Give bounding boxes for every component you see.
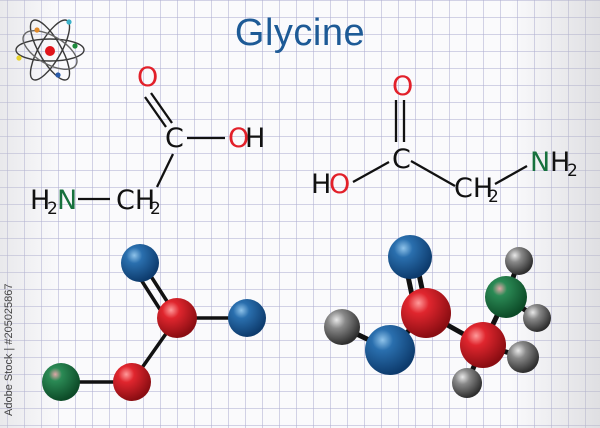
hydroxyl-oxygen-label: O: [329, 169, 350, 200]
hydrogen-atom: [523, 304, 551, 332]
stock-watermark: Adobe Stock | #205025867: [3, 283, 15, 416]
oxygen-label: O: [392, 71, 413, 102]
oxygen-label: O: [137, 62, 158, 93]
carbon-atom: [460, 322, 506, 368]
oxygen-atom: [121, 244, 159, 282]
hydrogen-atom: [452, 368, 482, 398]
amine-hydrogen-label: H: [550, 147, 570, 178]
ball-stick-model-right: [324, 235, 551, 398]
hydrogen-atom: [507, 341, 539, 373]
carbon-atom: [157, 298, 197, 338]
oxygen-atom: [228, 299, 266, 337]
nitrogen-atom: [42, 363, 80, 401]
carbon-label: C: [392, 144, 411, 175]
amine-hydrogen-label: H: [30, 185, 50, 216]
page-title: Glycine: [234, 12, 366, 54]
nitrogen-label: N: [57, 185, 77, 216]
hydroxyl-hydrogen-label: H: [311, 169, 331, 200]
structural-formula-right: O C H O CH 2 N H 2: [311, 71, 578, 207]
oxygen-atom: [365, 325, 415, 375]
methylene-label: CH: [116, 185, 155, 216]
hydroxyl-oxygen-label: O: [228, 123, 249, 154]
hydrogen-atom: [505, 247, 533, 275]
carbon-atom: [113, 363, 151, 401]
svg-text:2: 2: [567, 161, 578, 181]
hydrogen-atom: [324, 309, 360, 345]
ball-stick-model-left: [42, 244, 266, 401]
structural-formula-left: O C O H H 2 N CH 2: [30, 62, 265, 219]
methylene-label: CH: [454, 173, 493, 204]
carbon-label: C: [165, 123, 184, 154]
hydroxyl-hydrogen-label: H: [245, 123, 265, 154]
nitrogen-atom: [485, 276, 527, 318]
oxygen-atom: [388, 235, 432, 279]
carbon-atom: [401, 288, 451, 338]
svg-text:2: 2: [150, 199, 161, 219]
svg-text:2: 2: [488, 187, 499, 207]
nitrogen-label: N: [530, 147, 550, 178]
svg-text:2: 2: [47, 199, 58, 219]
